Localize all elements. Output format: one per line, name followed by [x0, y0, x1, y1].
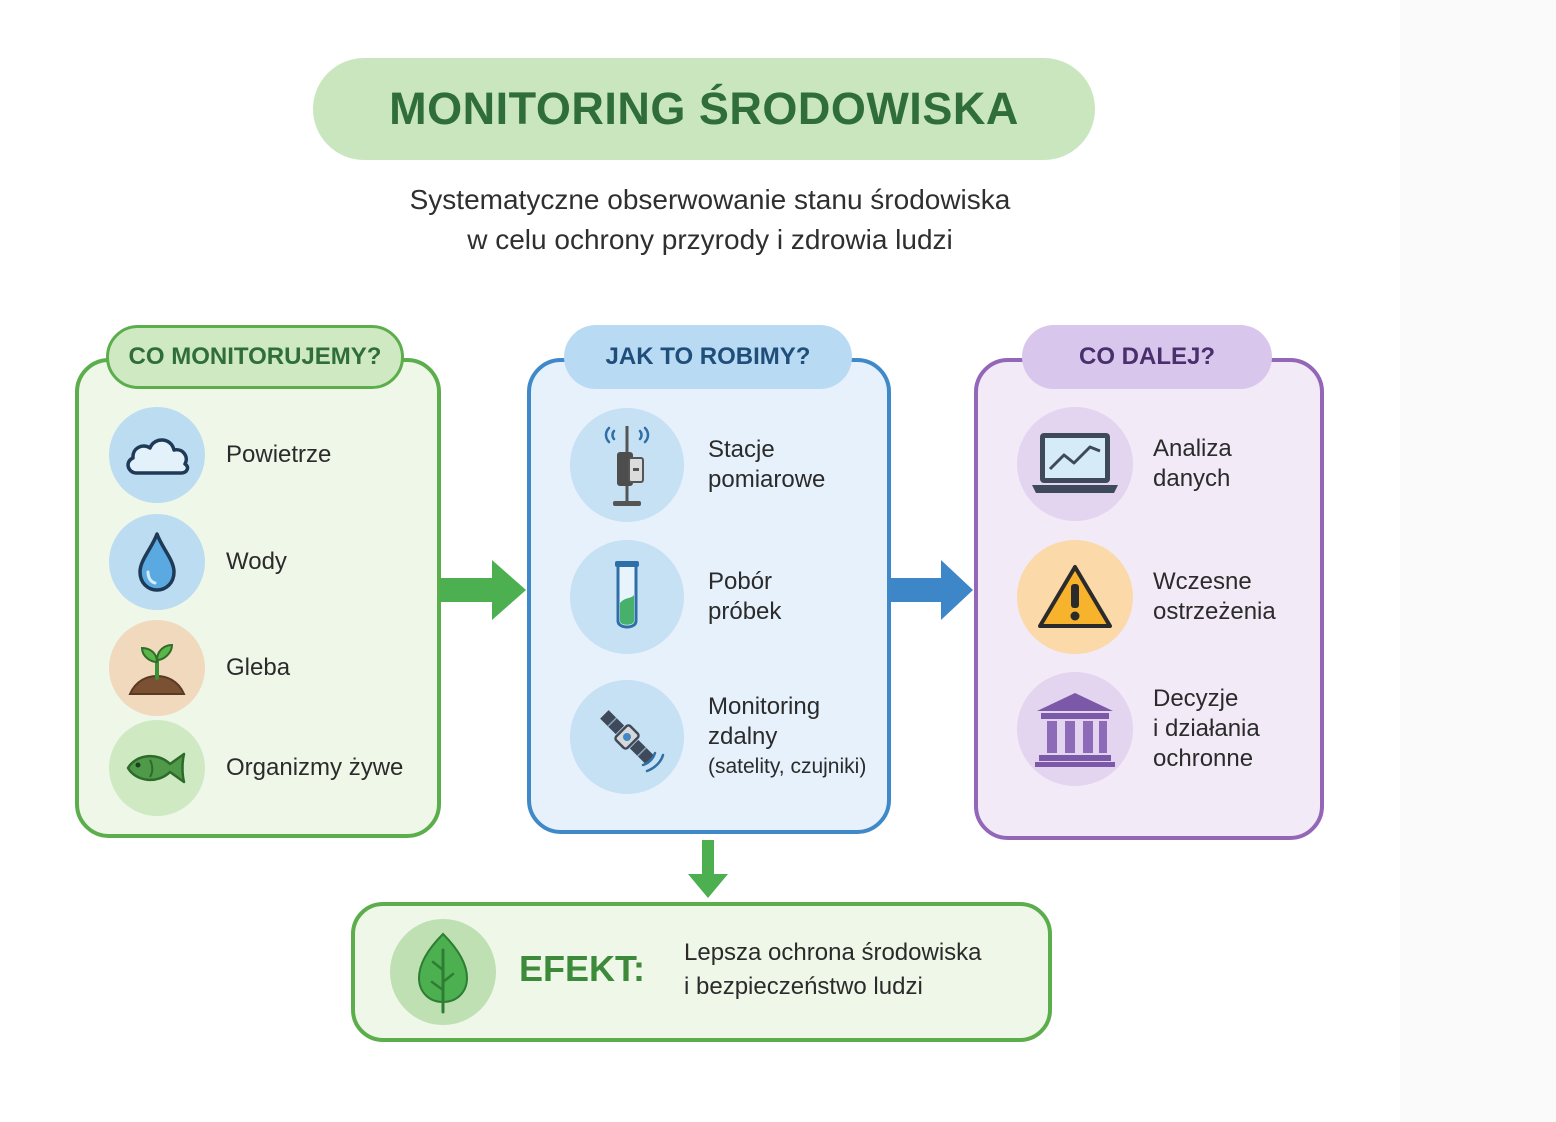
item-label-line-3: ochronne: [1153, 745, 1254, 772]
water-drop-icon: [109, 514, 205, 610]
item-label-line-1: Wczesne: [1153, 568, 1252, 595]
item-label-line-2: i działania: [1153, 715, 1260, 742]
list-item: Stacje pomiarowe: [570, 408, 825, 522]
item-label: Pobór próbek: [708, 567, 781, 627]
item-label: Gleba: [226, 654, 291, 681]
item-label-line-2: pomiarowe: [708, 466, 826, 493]
cloud-icon: [109, 407, 205, 503]
item-label-line-2: zdalny: [708, 723, 778, 750]
panel-what-title: CO MONITORUJEMY?: [106, 325, 404, 389]
laptop-chart-icon: [1017, 407, 1133, 521]
item-label: Organizmy żywe: [226, 754, 404, 781]
test-tube-icon: [570, 540, 684, 654]
measurement-station-icon: [570, 408, 684, 522]
item-label-line-2: próbek: [708, 598, 782, 625]
item-label-line-1: Decyzje: [1153, 685, 1239, 712]
list-item: Monitoring zdalny (satelity, czujniki): [570, 680, 866, 794]
list-item: Analiza danych: [1017, 407, 1232, 521]
right-background-strip: [1400, 0, 1556, 1122]
item-label-line-1: Pobór: [708, 568, 773, 595]
list-item: Gleba: [109, 620, 290, 716]
list-item: Wody: [109, 514, 287, 610]
item-label: Wczesne ostrzeżenia: [1153, 567, 1276, 627]
title-banner: MONITORING ŚRODOWISKA: [313, 58, 1095, 160]
sprout-icon: [109, 620, 205, 716]
item-label-line-1: Monitoring: [708, 693, 821, 720]
item-label: Stacje pomiarowe: [708, 435, 825, 495]
satellite-icon: [570, 680, 684, 794]
arrow-down-green-icon: [688, 840, 728, 898]
item-label-line-2: ostrzeżenia: [1153, 598, 1276, 625]
item-label-line-3: (satelity, czujniki): [708, 755, 867, 778]
item-label-line-1: Stacje: [708, 436, 775, 463]
subtitle-line-1: Systematyczne obserwowanie stanu środowi…: [409, 184, 1011, 215]
item-label-line-1: Analiza: [1153, 435, 1232, 462]
page-title: MONITORING ŚRODOWISKA: [389, 83, 1019, 134]
subtitle-line-2: w celu ochrony przyrody i zdrowia ludzi: [467, 224, 953, 255]
list-item: Decyzje i działania ochronne: [1017, 672, 1260, 786]
effect-line-1: Lepsza ochrona środowiska: [684, 939, 982, 966]
item-label: Powietrze: [226, 441, 332, 468]
arrow-right-blue-icon: [889, 560, 973, 620]
list-item: Organizmy żywe: [109, 720, 403, 816]
list-item: Powietrze: [109, 407, 331, 503]
list-item: Wczesne ostrzeżenia: [1017, 540, 1276, 654]
effect-title: EFEKT:: [519, 948, 645, 989]
effect-text: Lepsza ochrona środowiska i bezpieczeńst…: [684, 936, 982, 1004]
fish-icon: [109, 720, 205, 816]
arrow-right-green-icon: [440, 560, 526, 620]
item-label: Decyzje i działania ochronne: [1153, 684, 1260, 774]
item-label: Wody: [226, 548, 287, 575]
institution-icon: [1017, 672, 1133, 786]
panel-next-title: CO DALEJ?: [1022, 325, 1272, 389]
list-item: Pobór próbek: [570, 540, 781, 654]
panel-how-title: JAK TO ROBIMY?: [564, 325, 852, 389]
item-label-line-2: danych: [1153, 465, 1231, 492]
warning-icon: [1017, 540, 1133, 654]
item-label: Analiza danych: [1153, 434, 1232, 494]
leaf-icon: [390, 919, 496, 1025]
effect-line-2: i bezpieczeństwo ludzi: [684, 973, 923, 1000]
item-label: Monitoring zdalny (satelity, czujniki): [708, 692, 866, 782]
subtitle: Systematyczne obserwowanie stanu środowi…: [330, 180, 1090, 260]
